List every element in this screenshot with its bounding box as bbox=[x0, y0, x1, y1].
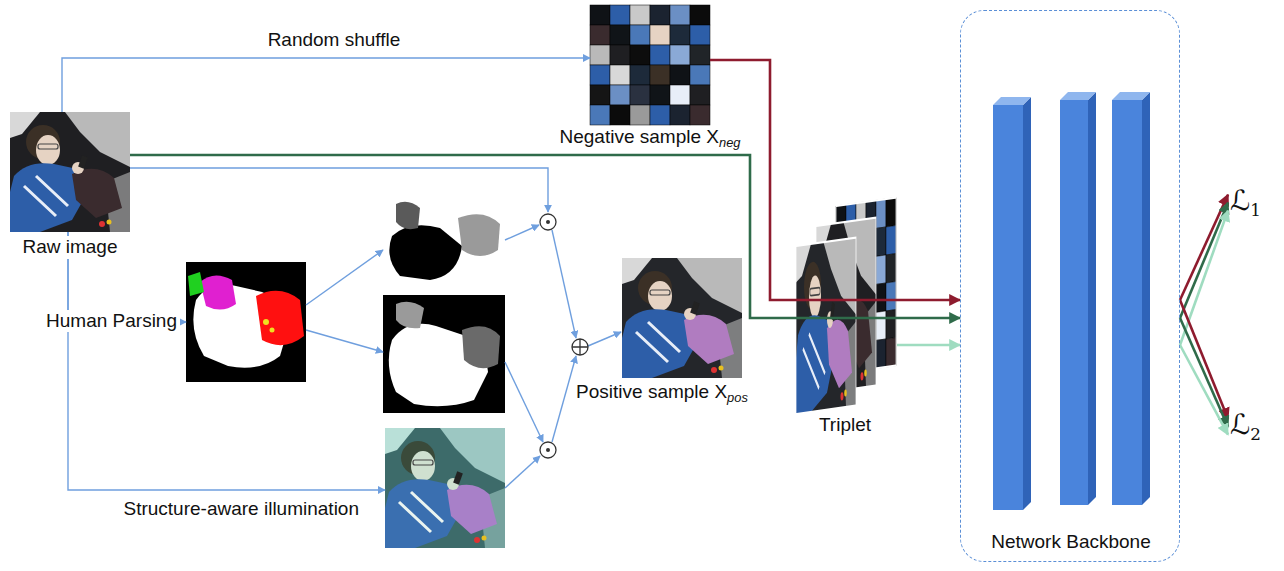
illustration-part bbox=[540, 442, 556, 458]
illustration-part bbox=[993, 105, 1023, 510]
node-caption: Network Backbone bbox=[988, 531, 1153, 554]
parsing-map bbox=[186, 262, 306, 382]
illustration-part bbox=[1088, 92, 1096, 505]
illustration-part bbox=[306, 250, 383, 305]
caption-text: Positive sample X bbox=[576, 381, 727, 402]
caption-text: Raw image bbox=[22, 236, 117, 257]
connector bbox=[897, 344, 960, 347]
add-symbol bbox=[572, 339, 588, 355]
image-node: Structure-aware illumination bbox=[385, 428, 505, 550]
network-layer bbox=[993, 97, 1031, 510]
shuffled-photo bbox=[590, 5, 710, 125]
node-caption: Negative sample Xneg bbox=[557, 126, 744, 150]
connector bbox=[68, 232, 385, 490]
connector bbox=[1180, 211, 1228, 345]
illustration-part bbox=[796, 238, 856, 414]
illustration-part bbox=[993, 97, 1031, 105]
illustration-part bbox=[1060, 92, 1096, 100]
illustration-part bbox=[796, 238, 856, 414]
image-node: Positive sample Xpos bbox=[622, 258, 742, 378]
illustration-part bbox=[256, 291, 304, 345]
illustration-part bbox=[200, 275, 236, 309]
image-node: Human Parsing bbox=[186, 262, 306, 382]
illustration-part bbox=[188, 272, 204, 296]
caption-text: ℒ bbox=[1230, 408, 1250, 441]
illustration-part bbox=[572, 339, 588, 355]
illustration-part bbox=[389, 225, 462, 280]
illustration-part bbox=[186, 262, 306, 382]
illustration-part bbox=[263, 319, 269, 325]
caption-text: ℒ bbox=[1230, 184, 1250, 217]
caption-text: Negative sample X bbox=[560, 126, 719, 147]
illustration-part bbox=[546, 220, 550, 224]
illustration-part bbox=[462, 326, 500, 368]
illustration-part bbox=[572, 339, 588, 355]
edge-label: Random shuffle bbox=[265, 29, 404, 52]
illustration-part bbox=[505, 362, 543, 442]
triplet-panel bbox=[796, 238, 856, 414]
illustration-part bbox=[270, 328, 275, 333]
connector bbox=[1180, 195, 1228, 300]
illustration-part bbox=[383, 295, 505, 413]
node-caption: Triplet bbox=[816, 414, 874, 437]
illustration-part bbox=[588, 332, 621, 346]
connector bbox=[1180, 345, 1228, 435]
backbone-box: Network Backbone bbox=[960, 10, 1180, 562]
network-layer bbox=[1112, 92, 1150, 505]
subscript-text: pos bbox=[727, 390, 748, 405]
illustration-part bbox=[505, 225, 539, 240]
illuminated-photo bbox=[385, 428, 505, 548]
caption-text: Structure-aware illumination bbox=[124, 498, 360, 519]
node-caption: Human Parsing bbox=[43, 310, 180, 333]
connector bbox=[1180, 203, 1228, 318]
node-caption: Raw image bbox=[19, 236, 120, 259]
caption-text: Human Parsing bbox=[46, 310, 177, 331]
illustration-part bbox=[1112, 100, 1142, 505]
illustration-part bbox=[396, 202, 420, 229]
illustration-part bbox=[306, 330, 383, 352]
illustration-part bbox=[1023, 97, 1031, 510]
wire bbox=[130, 168, 621, 488]
loss-node: ℒ2 bbox=[1228, 410, 1263, 443]
illustration-part bbox=[1112, 92, 1150, 100]
illustration-part bbox=[546, 448, 550, 452]
illustration-part bbox=[396, 302, 424, 329]
illustration-part bbox=[1060, 100, 1088, 505]
illustration-part bbox=[130, 168, 548, 212]
connector bbox=[62, 58, 590, 112]
positive-photo bbox=[622, 258, 742, 378]
caption-text: Triplet bbox=[819, 414, 871, 435]
loss-node: ℒ1 bbox=[1228, 186, 1263, 219]
multiply-symbol bbox=[540, 442, 556, 458]
image-node: Negative sample Xneg bbox=[590, 5, 710, 125]
illustration-part bbox=[458, 214, 500, 256]
node-caption: Structure-aware illumination bbox=[121, 498, 363, 521]
network-layer bbox=[1060, 92, 1096, 505]
illustration-part bbox=[505, 456, 540, 488]
multiply-symbol bbox=[540, 214, 556, 230]
image-node: Raw image bbox=[10, 112, 130, 232]
caption-text: Network Backbone bbox=[991, 531, 1150, 552]
illustration-part bbox=[383, 200, 505, 282]
subscript-text: 1 bbox=[1250, 200, 1261, 220]
raw-photo bbox=[10, 112, 130, 232]
mask-image bbox=[383, 200, 505, 282]
triplet-node: Triplet bbox=[795, 195, 897, 410]
subscript-text: neg bbox=[719, 135, 741, 150]
mask-image bbox=[383, 295, 505, 413]
subscript-text: 2 bbox=[1250, 424, 1261, 444]
illustration-part bbox=[1142, 92, 1150, 505]
loss-label: ℒ1 bbox=[1228, 186, 1263, 219]
illustration-part bbox=[540, 214, 556, 230]
connector bbox=[130, 155, 960, 318]
node-caption: Positive sample Xpos bbox=[573, 381, 751, 405]
loss-label: ℒ2 bbox=[1228, 410, 1263, 443]
illustration-part bbox=[552, 230, 576, 338]
connector bbox=[1180, 318, 1228, 427]
connector bbox=[710, 60, 960, 300]
